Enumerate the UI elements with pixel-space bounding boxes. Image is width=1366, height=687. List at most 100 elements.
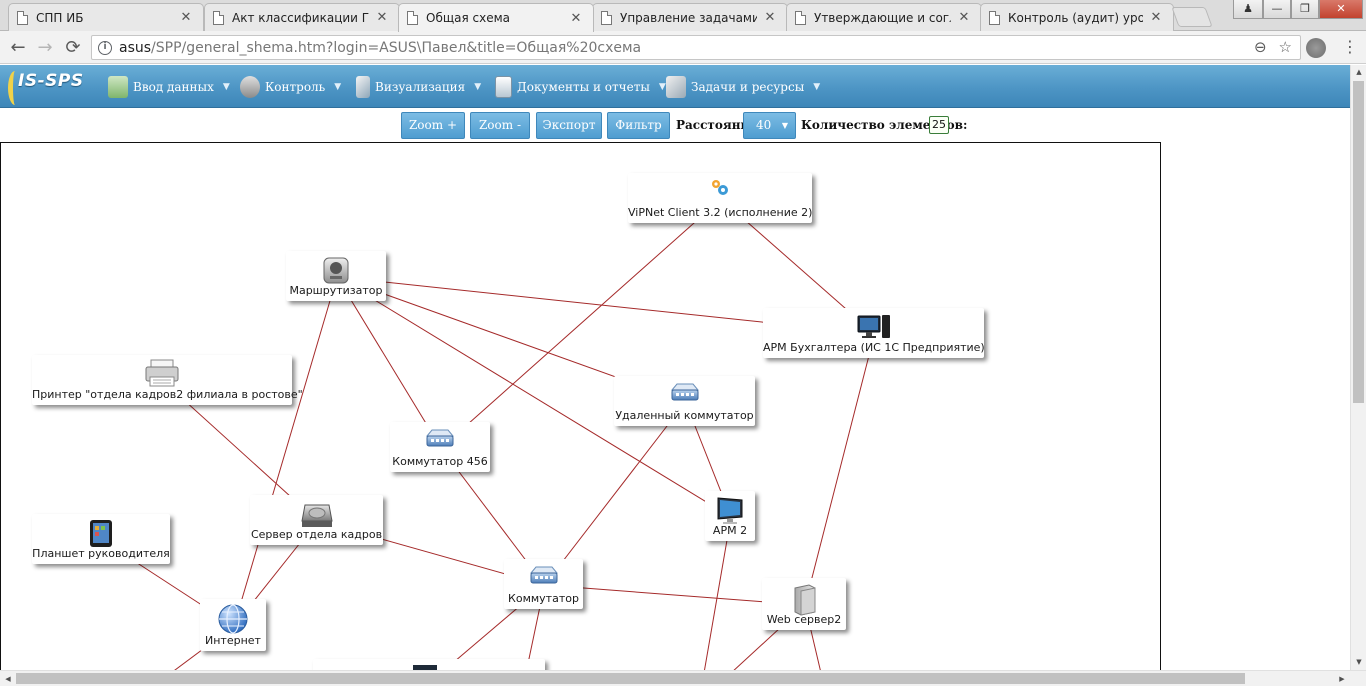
filter-button[interactable]: Фильтр bbox=[607, 112, 670, 139]
browser-tab-approving[interactable]: Утверждающие и согла ✕ bbox=[786, 3, 982, 31]
diagram-node-switch-456[interactable]: Коммутатор 456 bbox=[390, 422, 490, 472]
user-icon[interactable]: ♟ bbox=[1233, 0, 1263, 19]
minimize-button[interactable]: — bbox=[1263, 0, 1291, 19]
close-icon[interactable]: ✕ bbox=[764, 10, 776, 25]
browser-tab-tasks[interactable]: Управление задачами ✕ bbox=[592, 3, 788, 31]
link-router-arm2 bbox=[336, 276, 732, 518]
horizontal-scroll-thumb[interactable] bbox=[16, 673, 1245, 684]
diagram-node-arm-2[interactable]: АРМ 2 bbox=[705, 491, 755, 541]
bookmark-star-icon[interactable]: ☆ bbox=[1278, 38, 1292, 56]
distance-select[interactable]: 40 ▼ bbox=[743, 112, 796, 139]
document-icon bbox=[17, 10, 28, 25]
forward-button[interactable]: → bbox=[37, 37, 53, 58]
tablet-icon bbox=[90, 520, 112, 547]
url-host: asus bbox=[119, 39, 152, 56]
scroll-down-icon[interactable]: ▼ bbox=[1356, 658, 1362, 666]
zoom-icon[interactable]: ⊖ bbox=[1253, 38, 1267, 56]
menu-data-input[interactable]: Ввод данных ▼ bbox=[108, 65, 230, 108]
scroll-up-icon[interactable]: ▲ bbox=[1356, 68, 1362, 76]
document-icon bbox=[795, 10, 806, 25]
window-controls: — ❐ ✕ bbox=[1263, 0, 1363, 20]
menu-visualization[interactable]: Визуализация ▼ bbox=[356, 65, 481, 108]
link-router-internet bbox=[233, 276, 338, 627]
scroll-right-icon[interactable]: ▶ bbox=[1339, 675, 1345, 683]
distance-value: 40 bbox=[756, 118, 772, 132]
close-icon[interactable]: ✕ bbox=[958, 10, 970, 25]
tab-label: Общая схема bbox=[426, 11, 511, 25]
diagram-node-router[interactable]: Маршрутизатор bbox=[286, 251, 386, 301]
zoom-in-button[interactable]: Zoom + bbox=[401, 112, 465, 139]
zoom-out-button[interactable]: Zoom - bbox=[470, 112, 530, 139]
node-label: Маршрутизатор bbox=[289, 284, 383, 297]
switch-icon bbox=[529, 566, 558, 584]
diagram-node-arm-accountant[interactable]: АРМ Бухгалтера (ИС 1С Предприятие) bbox=[763, 308, 985, 358]
close-icon[interactable]: ✕ bbox=[180, 10, 192, 25]
menu-label: Контроль bbox=[265, 79, 326, 94]
network-diagram-canvas[interactable]: ViPNet Client 3.2 (исполнение 2) Маршрут… bbox=[0, 142, 1161, 672]
vertical-scroll-thumb[interactable] bbox=[1353, 81, 1364, 403]
app-logo[interactable]: IS-SPS bbox=[8, 69, 98, 107]
menu-control[interactable]: Контроль ▼ bbox=[240, 65, 341, 108]
diagram-node-partial[interactable] bbox=[313, 659, 545, 671]
users-icon bbox=[240, 75, 260, 98]
menu-documents-reports[interactable]: Документы и отчеты ▼ bbox=[495, 65, 666, 108]
chevron-down-icon: ▼ bbox=[813, 81, 821, 92]
document-icon bbox=[213, 10, 224, 25]
link-switch-web2 bbox=[544, 584, 806, 606]
node-label: Коммутатор bbox=[508, 592, 579, 605]
url-text: asus/SPP/general_shema.htm?login=ASUS\Па… bbox=[119, 40, 641, 56]
diagram-node-web-server-2[interactable]: Web сервер2 bbox=[762, 578, 846, 630]
close-icon[interactable]: ✕ bbox=[376, 10, 388, 25]
chevron-down-icon: ▼ bbox=[781, 121, 788, 130]
address-bar[interactable]: i asus/SPP/general_shema.htm?login=ASUS\… bbox=[91, 35, 1301, 60]
back-button[interactable]: ← bbox=[10, 37, 26, 58]
browser-tab-spp[interactable]: СПП ИБ ✕ bbox=[8, 3, 204, 31]
link-router-switch456 bbox=[336, 276, 442, 449]
browser-tab-audit[interactable]: Контроль (аудит) уровн ✕ bbox=[980, 3, 1174, 31]
new-tab-button[interactable] bbox=[1171, 7, 1213, 27]
diagram-node-switch[interactable]: Коммутатор bbox=[504, 559, 583, 609]
tab-label: Управление задачами bbox=[620, 10, 757, 25]
node-label: Сервер отдела кадров bbox=[250, 528, 383, 541]
diagram-node-vipnet[interactable]: ViPNet Client 3.2 (исполнение 2) bbox=[628, 173, 812, 223]
browser-tab-general-schema[interactable]: Общая схема ✕ bbox=[398, 3, 594, 32]
extension-icon[interactable] bbox=[1306, 38, 1326, 58]
reload-button[interactable]: ⟳ bbox=[65, 37, 81, 58]
browser-tab-strip: СПП ИБ ✕ Акт классификации ГИС ✕ Общая с… bbox=[0, 0, 1366, 32]
chevron-down-icon: ▼ bbox=[222, 81, 230, 92]
chevron-down-icon: ▼ bbox=[658, 81, 666, 92]
browser-tab-act[interactable]: Акт классификации ГИС ✕ bbox=[204, 3, 400, 31]
tasks-icon bbox=[666, 75, 686, 98]
diagram-node-internet[interactable]: Интернет bbox=[200, 599, 266, 651]
tab-label: Утверждающие и согла bbox=[814, 10, 951, 25]
router-icon bbox=[323, 257, 349, 284]
restore-button[interactable]: ❐ bbox=[1291, 0, 1319, 19]
horizontal-scrollbar[interactable]: ◀ ▶ bbox=[0, 670, 1366, 686]
server-icon bbox=[300, 504, 333, 527]
tower-icon bbox=[794, 584, 816, 616]
window-close-button[interactable]: ✕ bbox=[1319, 0, 1363, 19]
node-label: АРМ 2 bbox=[712, 524, 748, 537]
close-icon[interactable]: ✕ bbox=[570, 10, 582, 26]
url-path: /SPP/general_shema.htm?login=ASUS\Павел&… bbox=[151, 39, 642, 56]
diagram-node-manager-tablet[interactable]: Планшет руководителя bbox=[32, 514, 170, 564]
omnibox-actions: ⊖ ☆ bbox=[1254, 38, 1292, 56]
pen-icon bbox=[356, 75, 370, 98]
info-icon[interactable]: i bbox=[98, 40, 112, 55]
tab-label: Акт классификации ГИС bbox=[232, 10, 369, 25]
scroll-left-icon[interactable]: ◀ bbox=[5, 675, 11, 683]
menu-tasks-resources[interactable]: Задачи и ресурсы ▼ bbox=[666, 65, 820, 108]
export-button[interactable]: Экспорт bbox=[536, 112, 602, 139]
link-arm_buh-web2 bbox=[804, 333, 875, 606]
diagram-node-hr-server[interactable]: Сервер отдела кадров bbox=[250, 495, 383, 545]
document-icon bbox=[407, 11, 418, 25]
app-header: IS-SPS Ввод данных ▼ Контроль ▼ Визуализ… bbox=[0, 65, 1350, 108]
close-icon[interactable]: ✕ bbox=[1150, 10, 1162, 25]
vertical-scrollbar[interactable]: ▲ ▼ bbox=[1350, 65, 1366, 670]
browser-menu-icon[interactable]: ⋮ bbox=[1342, 37, 1358, 56]
document-icon bbox=[601, 10, 612, 25]
gears-icon bbox=[712, 180, 728, 195]
diagram-node-remote-switch[interactable]: Удаленный коммутатор bbox=[614, 376, 755, 426]
element-count-label: Количество элементов: bbox=[801, 118, 968, 132]
diagram-node-printer[interactable]: Принтер "отдела кадров2 филиала в ростов… bbox=[32, 355, 303, 405]
